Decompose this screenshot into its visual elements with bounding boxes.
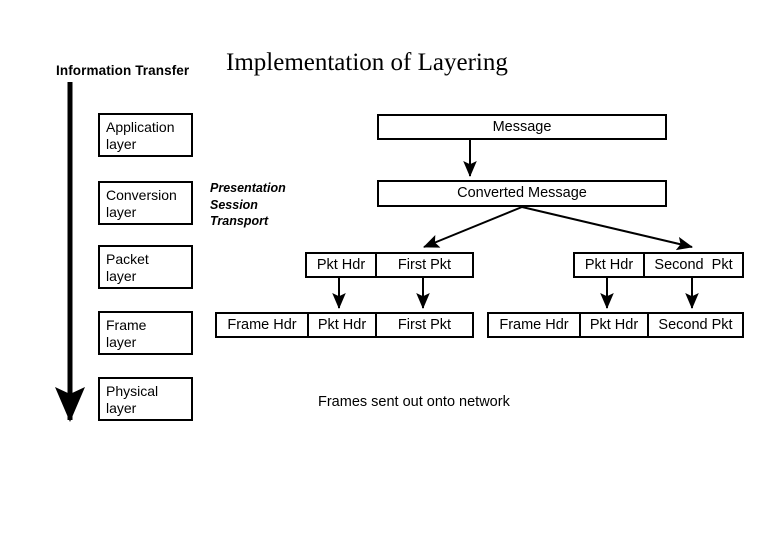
packet-payload-cell: Second Pkt: [643, 254, 742, 276]
layer-box-conversion: Conversion layer: [98, 181, 193, 225]
sublayer-transport: Transport: [210, 214, 269, 228]
converted-message-box: Converted Message: [377, 180, 667, 207]
frame-row-first: Frame Hdr Pkt Hdr First Pkt: [215, 312, 474, 338]
packet-row-first: Pkt Hdr First Pkt: [305, 252, 474, 278]
packet-header-cell: Pkt Hdr: [307, 314, 375, 336]
layer-label-line2: layer: [106, 400, 137, 416]
information-transfer-label: Information Transfer: [56, 63, 190, 78]
layer-label-line1: Packet: [106, 251, 149, 267]
layer-label-line1: Frame: [106, 317, 147, 333]
layer-label-line2: layer: [106, 334, 137, 350]
layer-box-application: Application layer: [98, 113, 193, 157]
packet-payload-cell: First Pkt: [375, 314, 472, 336]
converted-to-first-packet-arrow: [423, 206, 523, 248]
packet-header-cell: Pkt Hdr: [316, 257, 366, 273]
sublayer-session: Session: [210, 197, 258, 212]
frame-header-cell: Frame Hdr: [227, 317, 297, 333]
packet-header-cell: Pkt Hdr: [584, 257, 634, 273]
message-box: Message: [377, 114, 667, 140]
converted-to-second-packet-arrow: [521, 206, 693, 251]
packet-payload-cell: First Pkt: [375, 254, 472, 276]
layer-label-line2: layer: [106, 136, 137, 152]
frames-sent-caption: Frames sent out onto network: [318, 394, 510, 410]
layer-label-line2: layer: [106, 204, 137, 220]
layer-box-physical: Physical layer: [98, 377, 193, 421]
layer-box-frame: Frame layer: [98, 311, 193, 355]
packet-row-second: Pkt Hdr Second Pkt: [573, 252, 744, 278]
packet-header-cell: Pkt Hdr: [579, 314, 647, 336]
sublayer-presentation: Presentation: [210, 181, 286, 195]
layer-label-line1: Physical: [106, 383, 159, 399]
page-title: Implementation of Layering: [226, 49, 508, 76]
packet-payload-cell: Second Pkt: [647, 314, 742, 336]
frame-header-cell: Frame Hdr: [499, 317, 569, 333]
sublayer-annotation: Presentation Session Transport: [210, 180, 286, 230]
layer-label-line1: Conversion: [106, 187, 177, 203]
layer-label-line2: layer: [106, 268, 137, 284]
layer-label-line1: Application: [106, 119, 175, 135]
frame-row-second: Frame Hdr Pkt Hdr Second Pkt: [487, 312, 744, 338]
layer-box-packet: Packet layer: [98, 245, 193, 289]
